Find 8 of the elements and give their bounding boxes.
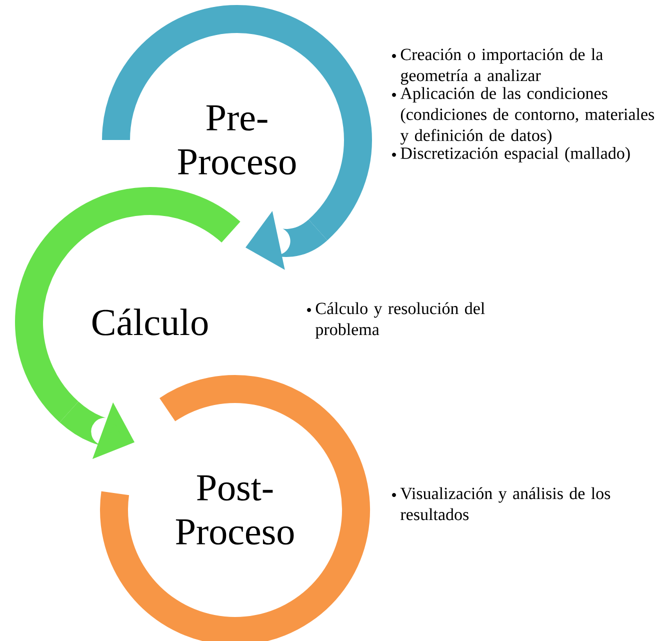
ring-node: Pre- Proceso (102, 5, 372, 240)
bullet-item: Creación o importación de la geometría a analizar (400, 48, 603, 85)
bullet-item: Visualización y análisis de los resultados (400, 487, 610, 520)
ring-node: Cálculo (15, 187, 240, 422)
ring-node: Post- Proceso (100, 375, 370, 641)
bullet-item: Discretización espacial (mallado) (400, 146, 630, 162)
bullet-item: Aplicación de las condiciones (condiciones de contorno, materiales y definición de datos) (400, 87, 654, 145)
bullet-item: Cálculo y resolución del problema (315, 302, 485, 339)
